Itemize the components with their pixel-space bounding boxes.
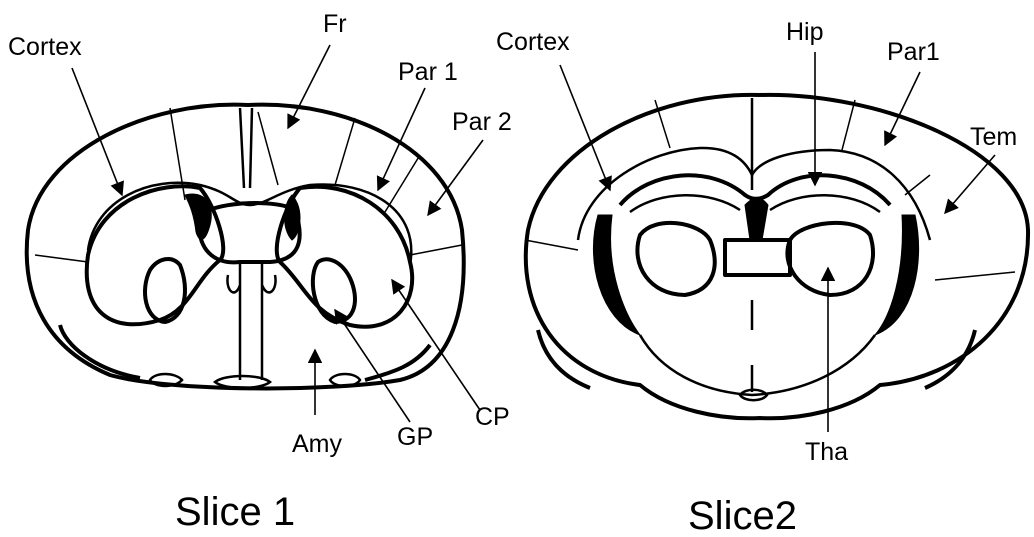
- slice-2-label-hip: Hip: [786, 20, 824, 45]
- slice-1-cortex-dividers: [35, 108, 462, 262]
- arrow-s1-fr: [288, 45, 330, 128]
- slice-1-left-ventricle: [185, 194, 211, 239]
- slice-1-label-par2: Par 2: [452, 110, 512, 135]
- slice-2-central-block: [725, 240, 790, 275]
- slice-1-midline: [240, 108, 252, 188]
- arrow-s1-par1: [378, 88, 425, 190]
- slice-2-lower-left-arc: [538, 330, 590, 388]
- slice-1-right-gp: [313, 259, 355, 322]
- slice-2-label-tha: Tha: [805, 440, 848, 465]
- slice-1-label-par1: Par 1: [398, 60, 458, 85]
- slice-2-central-ventricle: [745, 198, 768, 241]
- slice-2-right-dark-band: [875, 215, 919, 335]
- slice-1-left-gp: [145, 259, 185, 322]
- arrow-s2-cortex: [560, 65, 610, 190]
- arrow-s2-tem: [945, 155, 995, 213]
- slice-1-right-ventricle: [285, 195, 300, 240]
- slice-2-label-par1: Par1: [887, 40, 940, 65]
- slice-2-left-dark-band: [593, 215, 640, 335]
- slice-2-left-thalamus: [637, 223, 714, 295]
- slice-1-lower-right-curve: [365, 345, 430, 380]
- slice-2-label-cortex: Cortex: [496, 30, 570, 55]
- arrow-s1-cp: [392, 280, 480, 410]
- slice-1-label-fr: Fr: [323, 12, 347, 37]
- slice-1-title: Slice 1: [175, 492, 295, 532]
- slice-2-right-thalamus: [787, 223, 873, 295]
- slice-1-label-gp: GP: [397, 425, 433, 450]
- slice-1-central-column: [227, 262, 275, 380]
- slice-2-title: Slice2: [688, 496, 797, 536]
- slice-2-label-tem: Tem: [970, 125, 1017, 150]
- slice-1-label-cp: CP: [475, 405, 510, 430]
- slice-1-label-cortex: Cortex: [8, 35, 82, 60]
- arrow-s2-par1: [885, 72, 920, 145]
- slice-2-lower-right-arc: [925, 330, 975, 388]
- slice-2-section: [525, 95, 1028, 418]
- slice-1-label-amy: Amy: [292, 432, 342, 457]
- slice-2-brainstem: [640, 335, 875, 395]
